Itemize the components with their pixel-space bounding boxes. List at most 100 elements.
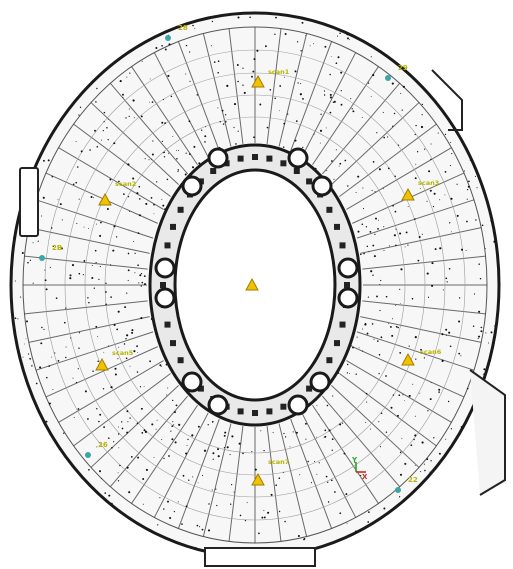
point xyxy=(160,366,162,368)
scan-marker-m2[interactable]: scan2 xyxy=(98,180,136,206)
seating-radial-line xyxy=(35,331,154,371)
point xyxy=(485,332,487,334)
point xyxy=(385,431,388,433)
point xyxy=(343,452,346,455)
point xyxy=(142,503,144,505)
point xyxy=(129,417,131,419)
point xyxy=(327,501,330,503)
target-t5[interactable]: 22 xyxy=(395,476,418,493)
point xyxy=(490,331,493,334)
point xyxy=(242,452,244,455)
point xyxy=(299,474,301,476)
point xyxy=(272,432,274,434)
seating-radial-line xyxy=(153,412,209,518)
concourse-block xyxy=(160,282,166,288)
point xyxy=(274,33,276,36)
scan-marker-m6[interactable]: scan6 xyxy=(401,348,442,366)
point xyxy=(302,98,304,100)
point xyxy=(460,426,463,428)
point xyxy=(413,438,415,441)
seating-radial-line xyxy=(35,199,154,239)
point xyxy=(107,345,109,347)
point xyxy=(323,437,325,438)
point xyxy=(119,80,122,83)
point xyxy=(151,423,154,426)
point xyxy=(242,84,244,86)
point xyxy=(40,342,43,345)
point xyxy=(52,389,54,390)
scan-marker-m7[interactable]: scan7 xyxy=(251,458,289,486)
point xyxy=(450,428,453,430)
point xyxy=(450,197,453,200)
point xyxy=(244,519,247,522)
scan-marker-label: scan5 xyxy=(112,349,134,357)
point xyxy=(217,455,220,458)
point xyxy=(224,431,227,434)
scan-marker-m3[interactable]: scan3 xyxy=(401,179,439,201)
seating-radial-line xyxy=(278,33,308,147)
point xyxy=(326,170,328,172)
point xyxy=(22,356,24,358)
point xyxy=(138,214,141,217)
point xyxy=(58,448,61,451)
point xyxy=(430,158,432,161)
seating-radial-line xyxy=(278,423,308,537)
point xyxy=(156,181,158,183)
point xyxy=(444,171,447,173)
point xyxy=(441,333,444,336)
point xyxy=(144,430,147,433)
point xyxy=(167,387,169,389)
point xyxy=(371,323,374,325)
seating-radial-line xyxy=(301,52,357,158)
point xyxy=(368,511,370,513)
point xyxy=(393,112,396,115)
point xyxy=(191,434,194,437)
point xyxy=(423,148,426,150)
point xyxy=(299,93,302,96)
point xyxy=(445,328,448,331)
column xyxy=(181,175,203,197)
point xyxy=(113,323,116,327)
point xyxy=(378,421,380,423)
point xyxy=(278,510,281,513)
point xyxy=(136,345,138,348)
point xyxy=(361,116,363,118)
target-t2[interactable]: 29 xyxy=(385,64,408,81)
point xyxy=(385,375,387,377)
point xyxy=(96,146,99,148)
point xyxy=(339,423,342,426)
point xyxy=(104,492,106,494)
point xyxy=(163,508,165,510)
point xyxy=(297,82,299,84)
point xyxy=(128,491,131,494)
point xyxy=(185,152,187,154)
target-t3[interactable]: 2B xyxy=(39,244,62,261)
point xyxy=(284,436,287,438)
point xyxy=(213,61,216,63)
column xyxy=(207,147,229,169)
point xyxy=(80,150,83,153)
point xyxy=(420,471,422,473)
point xyxy=(412,383,414,385)
point xyxy=(91,276,94,280)
point xyxy=(333,100,336,103)
column xyxy=(309,371,331,393)
point xyxy=(223,447,225,449)
target-t1[interactable]: 28 xyxy=(165,24,188,41)
scan-marker-icon xyxy=(95,357,109,371)
scan-marker-label: scan7 xyxy=(268,458,289,466)
point xyxy=(95,101,97,103)
point xyxy=(430,460,432,462)
scan-marker-m1[interactable]: scan1 xyxy=(251,68,290,88)
scan-marker-m5[interactable]: scan5 xyxy=(95,349,134,371)
point xyxy=(145,202,148,205)
point xyxy=(88,468,90,471)
scan-marker-m4[interactable] xyxy=(245,277,259,291)
point xyxy=(143,283,147,286)
target-t4[interactable]: 26 xyxy=(85,441,108,458)
point xyxy=(222,123,225,125)
point xyxy=(283,122,286,125)
point xyxy=(78,114,80,116)
